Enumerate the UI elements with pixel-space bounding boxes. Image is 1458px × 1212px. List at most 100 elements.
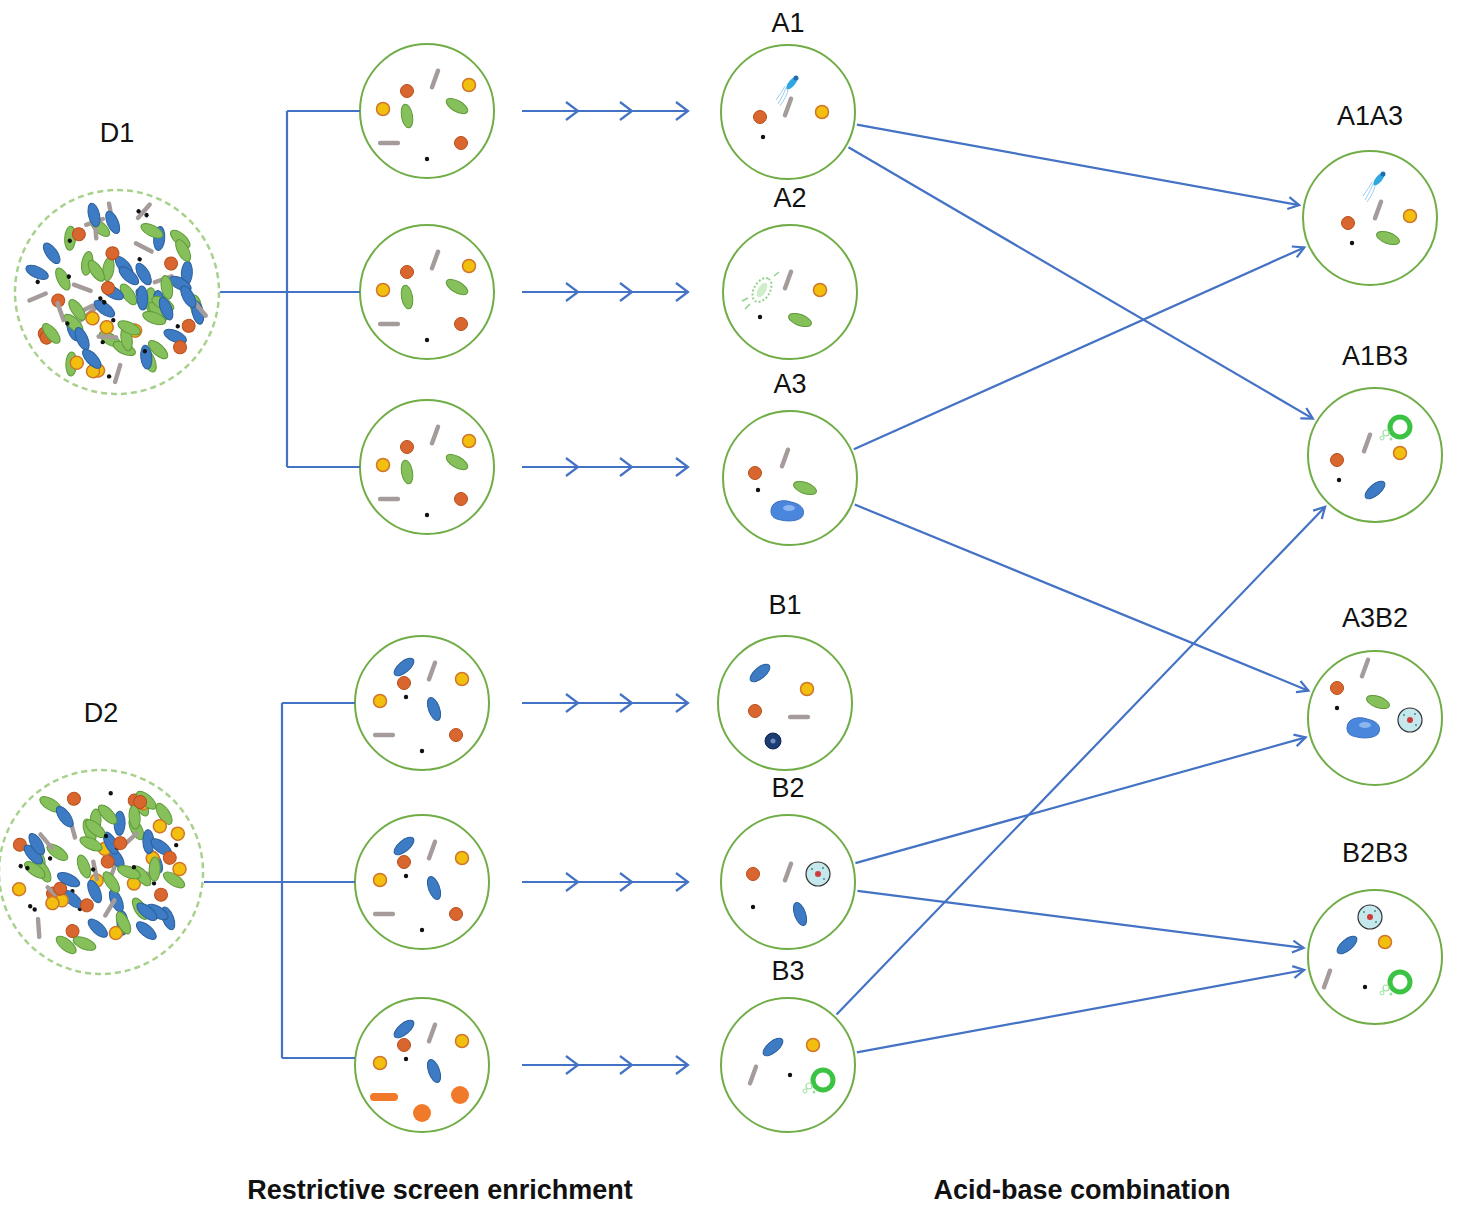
microbe-group xyxy=(370,1017,469,1122)
culture-dish xyxy=(360,225,494,359)
microbe xyxy=(35,279,41,285)
microbe xyxy=(747,1064,759,1086)
circle-outline xyxy=(721,45,855,179)
microbe xyxy=(175,324,180,329)
microbe xyxy=(1358,905,1382,929)
microbe xyxy=(53,266,73,292)
circle-outline xyxy=(720,44,856,180)
microbe xyxy=(779,447,791,469)
microbe xyxy=(135,202,153,221)
microbe xyxy=(156,295,175,321)
microbe xyxy=(749,705,762,718)
microbe xyxy=(116,318,142,338)
culture-circle: B2 xyxy=(720,814,856,950)
microbe xyxy=(75,853,94,879)
culture-circle: A1 xyxy=(720,44,856,180)
microbe xyxy=(136,208,142,214)
circle-outline xyxy=(718,636,852,770)
microbe xyxy=(1331,454,1344,467)
microbe xyxy=(26,831,48,857)
microbe xyxy=(134,900,160,924)
circle-outline xyxy=(1308,651,1442,785)
culture-circle: A1B3 xyxy=(1307,387,1443,523)
microbe xyxy=(1361,432,1373,454)
circle-outline xyxy=(721,998,855,1132)
microbe xyxy=(152,885,170,903)
microbe xyxy=(1363,171,1387,202)
combination-arrow xyxy=(855,737,1305,863)
microbe xyxy=(398,1039,411,1052)
circle-outline xyxy=(15,190,219,394)
microbe xyxy=(40,240,63,266)
microbe xyxy=(791,901,810,927)
microbe xyxy=(10,880,28,898)
sample-label: B2 xyxy=(771,775,804,802)
combination-arrow xyxy=(854,247,1304,449)
microbe xyxy=(83,817,108,841)
microbe xyxy=(378,497,400,501)
microbe xyxy=(131,865,136,870)
microbe xyxy=(370,1093,398,1101)
microbe xyxy=(24,262,50,282)
circle-outline xyxy=(720,814,856,950)
microbe xyxy=(85,916,110,940)
microbe xyxy=(455,137,468,150)
microbe-group xyxy=(24,201,209,385)
microbe xyxy=(80,346,105,371)
microbe xyxy=(47,856,52,861)
microbe xyxy=(373,912,395,916)
microbe xyxy=(131,793,149,811)
culture-dish xyxy=(355,636,489,770)
combination-arrow xyxy=(857,125,1299,206)
microbe xyxy=(401,85,414,98)
culture-circle: A3B2 xyxy=(1307,650,1443,786)
microbe xyxy=(1363,985,1367,989)
microbe xyxy=(788,1073,792,1077)
microbe xyxy=(116,863,142,882)
microbe xyxy=(374,695,387,708)
microbe-group xyxy=(1321,905,1410,996)
combination-arrow xyxy=(855,505,1309,691)
microbe xyxy=(99,853,116,870)
microbe xyxy=(378,141,400,145)
microbe xyxy=(373,733,395,737)
microbe xyxy=(65,321,71,327)
microbe-group xyxy=(377,68,476,161)
microbe xyxy=(100,340,105,345)
circle-outline xyxy=(1307,650,1443,786)
circle-outline xyxy=(1308,890,1442,1024)
microbe-group xyxy=(742,269,827,329)
microbe xyxy=(113,910,133,936)
enrichment-arrow xyxy=(522,102,688,120)
circle-outline xyxy=(1307,387,1443,523)
microbe xyxy=(86,202,102,228)
microbe xyxy=(425,338,429,342)
microbe xyxy=(771,501,804,521)
microbe xyxy=(98,296,103,301)
microbe xyxy=(787,311,813,330)
microbe xyxy=(754,111,767,124)
microbe xyxy=(456,1035,469,1048)
sample-label: A3 xyxy=(773,371,806,398)
microbe-group xyxy=(1331,657,1423,738)
microbe xyxy=(116,264,141,288)
sample-label: A1A3 xyxy=(1337,103,1403,130)
microbe xyxy=(756,488,760,492)
microbe xyxy=(399,459,414,485)
combination-arrow xyxy=(857,891,1303,948)
microbe xyxy=(95,802,120,827)
microbe xyxy=(404,874,408,878)
culture-circle: B2B3 xyxy=(1307,889,1443,1025)
microbe xyxy=(803,1070,833,1094)
microbe xyxy=(70,225,88,243)
microbe xyxy=(377,459,390,472)
microbe xyxy=(404,695,408,699)
culture-circle: A3 xyxy=(722,410,858,546)
circle-outline xyxy=(722,410,858,546)
microbe xyxy=(747,661,772,685)
sample-label: A2 xyxy=(773,185,806,212)
microbe xyxy=(142,348,148,354)
microbe xyxy=(104,245,121,262)
culture-circle: A2 xyxy=(722,224,858,360)
